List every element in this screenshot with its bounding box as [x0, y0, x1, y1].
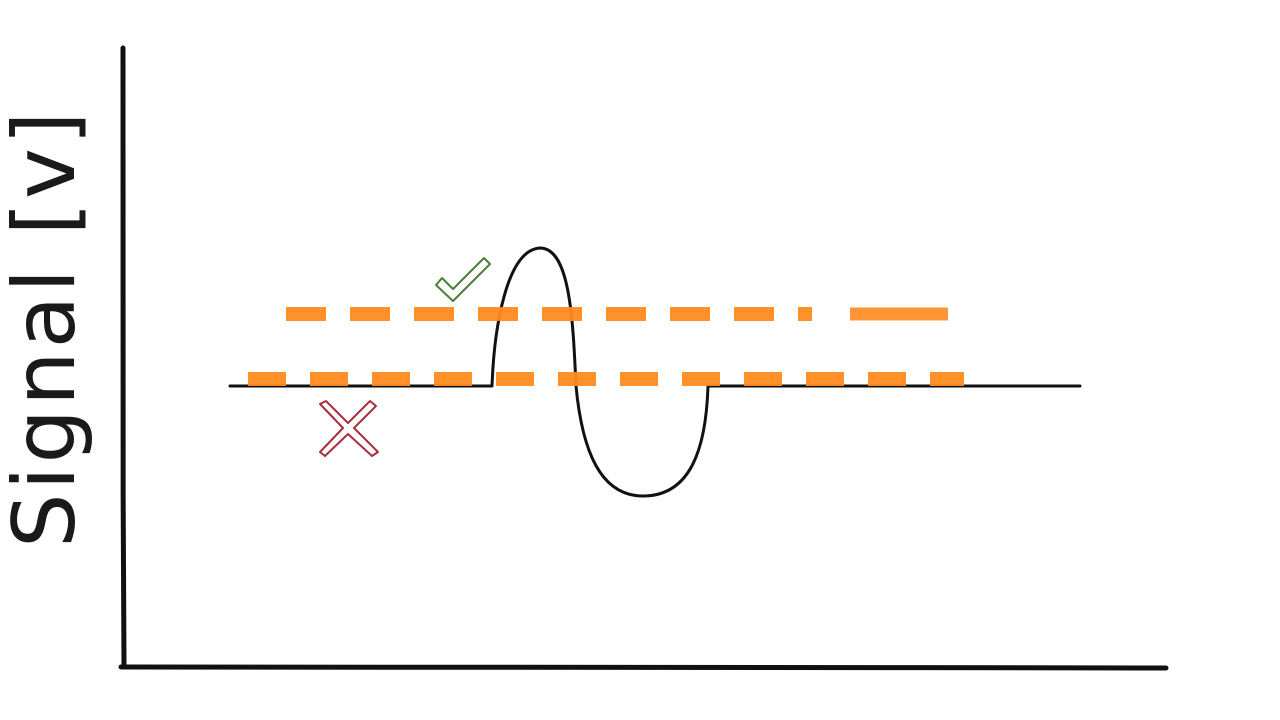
x-axis	[118, 664, 1169, 671]
y-axis	[120, 45, 127, 669]
cross-icon	[319, 400, 379, 457]
y-axis-label: Signal [v]	[0, 108, 95, 548]
check-icon	[435, 257, 491, 302]
